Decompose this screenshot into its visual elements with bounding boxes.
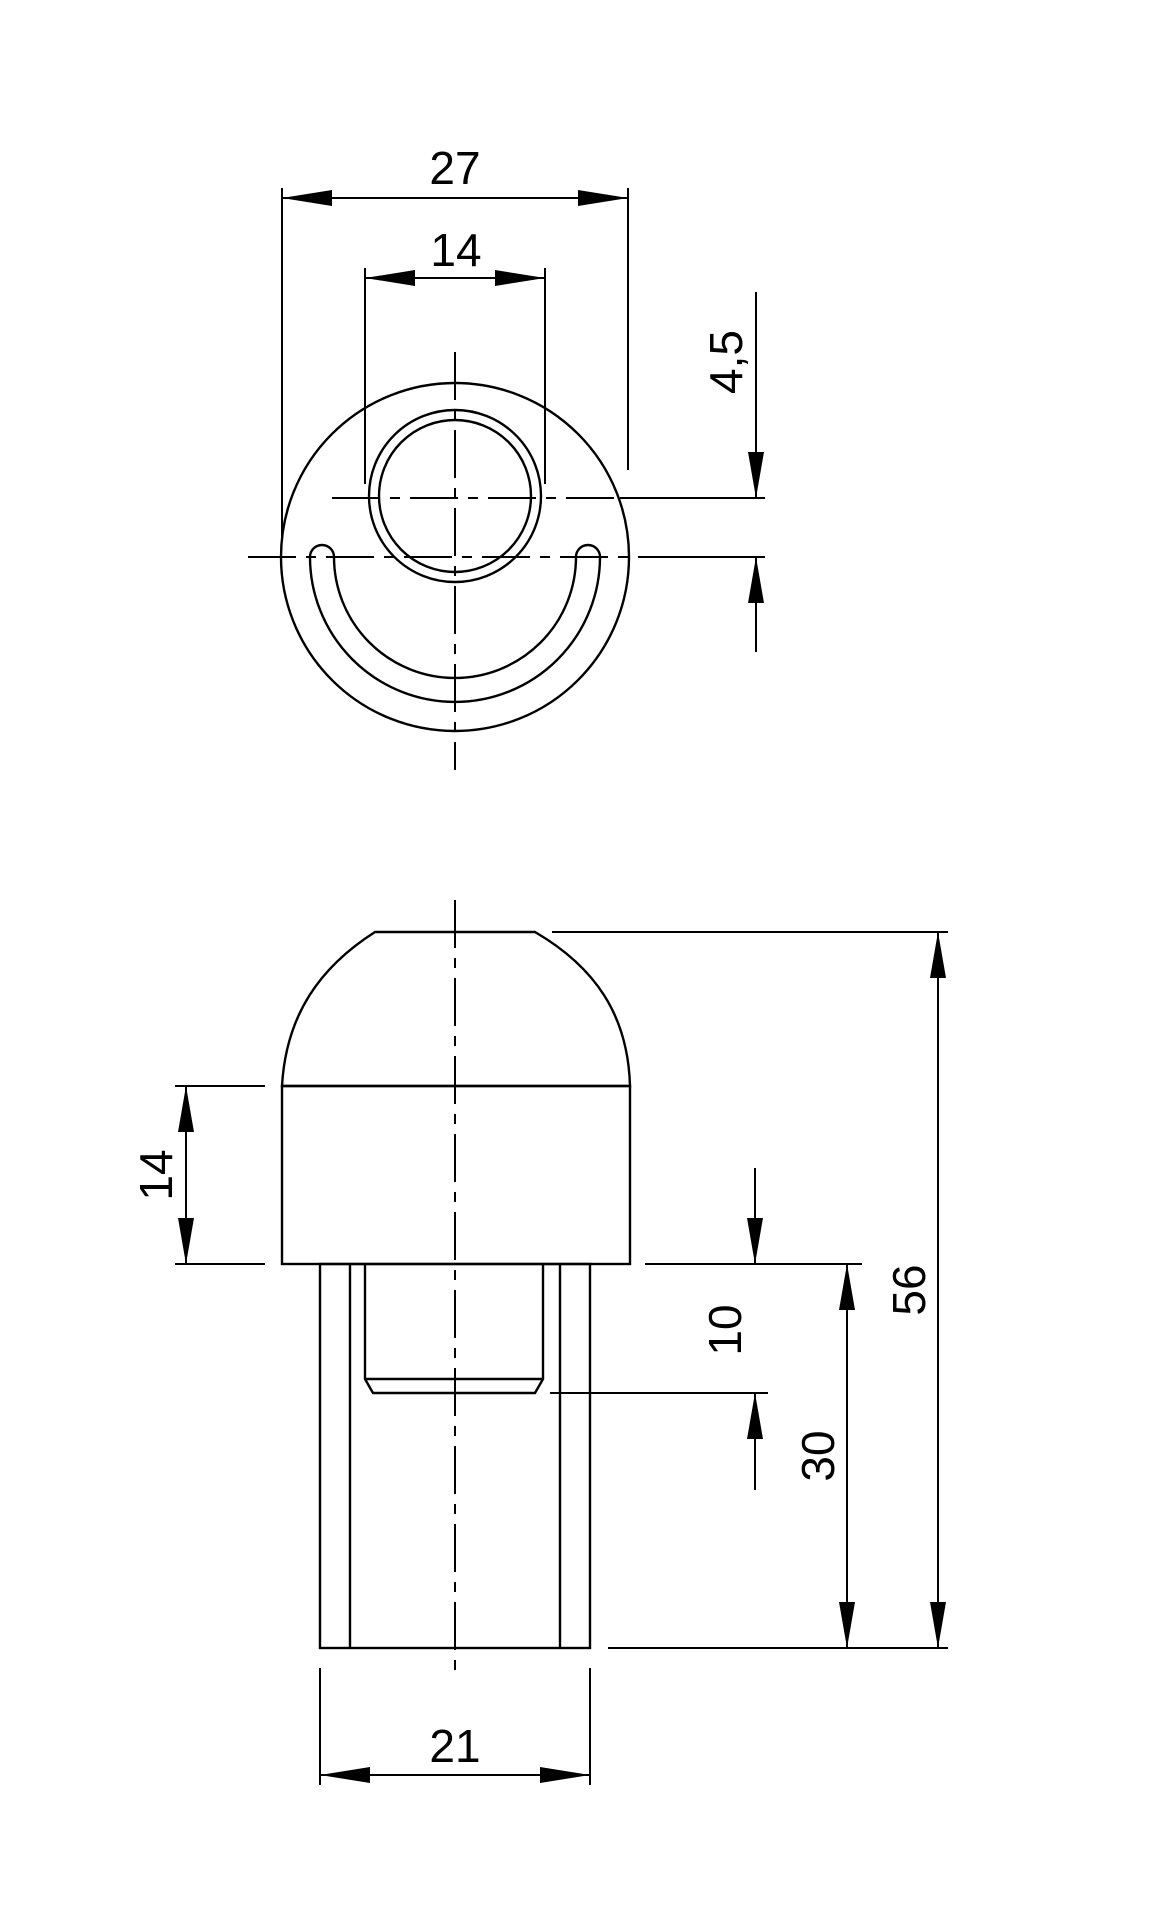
dimension-label-10: 10 xyxy=(699,1304,751,1355)
arrow-head xyxy=(178,1086,194,1132)
arrow-head xyxy=(540,1767,590,1783)
dimension-label-56: 56 xyxy=(883,1264,935,1315)
dimension-label-14-top: 14 xyxy=(430,224,481,276)
arrow-head xyxy=(495,270,545,286)
dimension-label-21: 21 xyxy=(429,1720,480,1772)
arrow-head xyxy=(839,1264,855,1310)
arrow-head xyxy=(178,1218,194,1264)
arrow-head xyxy=(282,190,332,206)
arrow-head xyxy=(930,932,946,978)
dimension-label-4-5: 4,5 xyxy=(700,330,752,394)
arrow-head xyxy=(748,452,764,498)
dome-cap xyxy=(280,930,632,1088)
top-view: 27 14 4,5 xyxy=(248,142,765,770)
arrow-head xyxy=(578,190,628,206)
dimension-label-14-side: 14 xyxy=(130,1149,182,1200)
arrow-head xyxy=(320,1767,370,1783)
dimension-label-30: 30 xyxy=(792,1430,844,1481)
side-view: 14 10 30 56 21 xyxy=(130,900,948,1785)
dimension-label-27: 27 xyxy=(429,142,480,194)
arrow-head xyxy=(747,1393,763,1439)
arrow-head xyxy=(930,1602,946,1648)
arrow-head xyxy=(839,1602,855,1648)
u-slot xyxy=(308,543,602,704)
arrow-head xyxy=(748,557,764,603)
arrow-head xyxy=(747,1218,763,1264)
arrow-head xyxy=(365,270,415,286)
